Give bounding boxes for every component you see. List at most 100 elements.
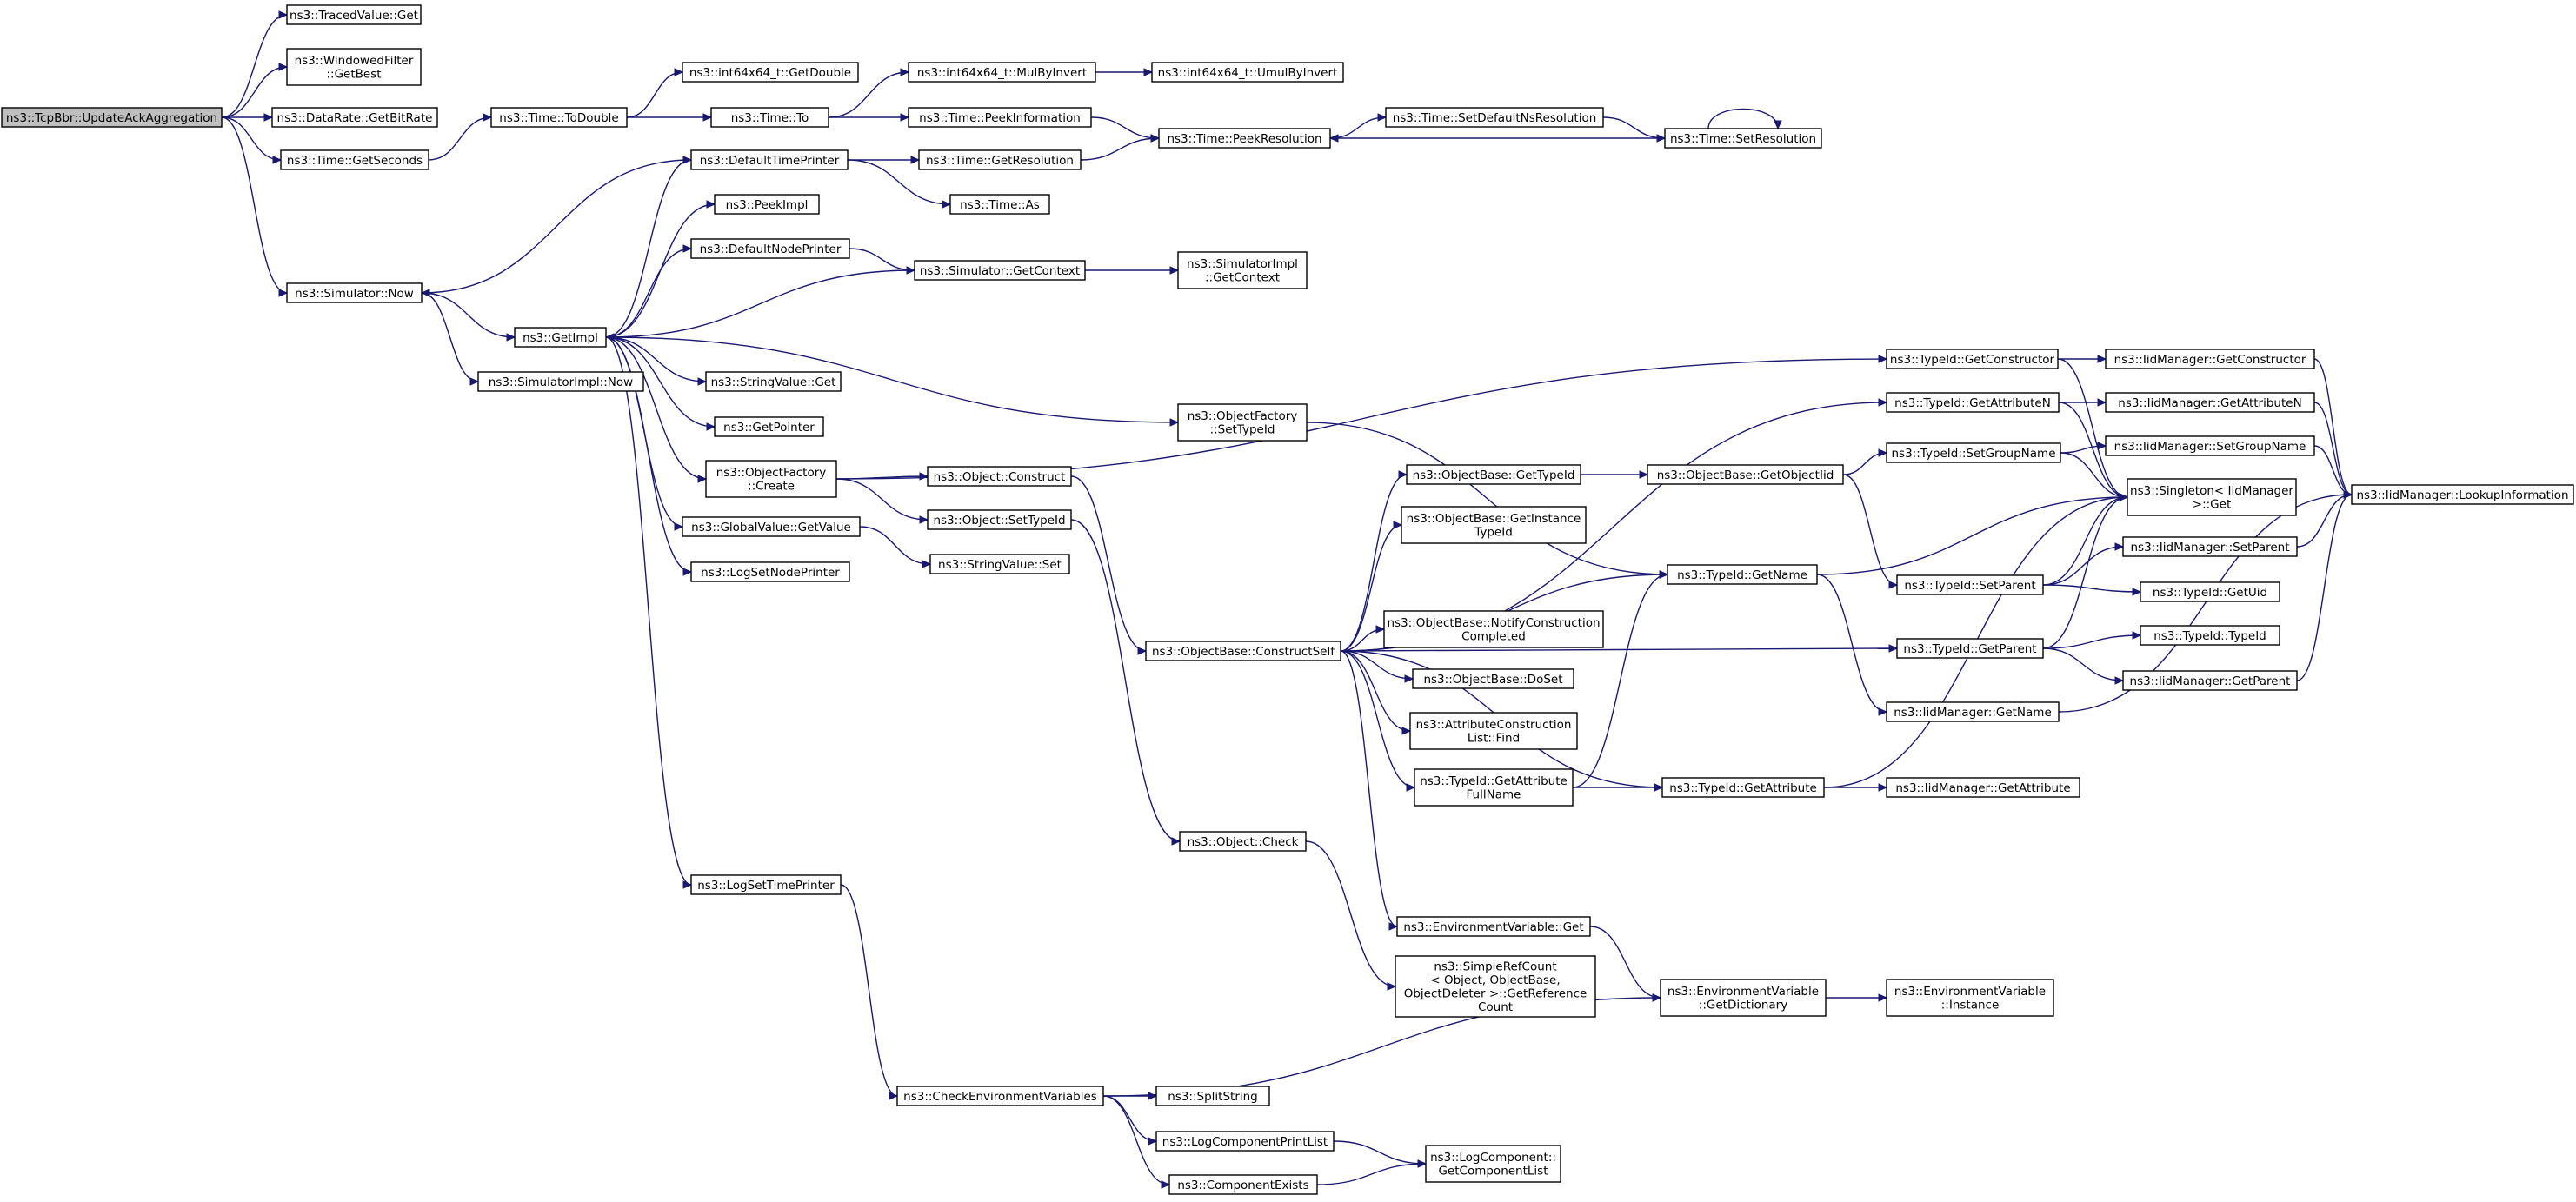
node-tidgetparent[interactable]: ns3::TypeId::GetParent <box>1896 638 2044 659</box>
node-envgetdict[interactable]: ns3::EnvironmentVariable::GetDictionary <box>1660 979 1827 1017</box>
node-drgetbitrate[interactable]: ns3::DataRate::GetBitRate <box>271 107 438 128</box>
node-envinstance[interactable]: ns3::EnvironmentVariable::Instance <box>1886 979 2054 1017</box>
node-mulbyinvert[interactable]: ns3::int64x64_t::MulByInvert <box>908 62 1096 83</box>
node-setdefaultns[interactable]: ns3::Time::SetDefaultNsResolution <box>1385 107 1604 128</box>
node-iidgetattribute[interactable]: ns3::IidManager::GetAttribute <box>1886 777 2080 798</box>
node-box <box>1409 712 1578 750</box>
node-simplerefcount[interactable]: ns3::SimpleRefCount< Object, ObjectBase,… <box>1395 955 1596 1018</box>
node-tidsetparent[interactable]: ns3::TypeId::SetParent <box>1896 574 2044 595</box>
node-iidlookupinfo[interactable]: ns3::IidManager::LookupInformation <box>2351 484 2574 505</box>
node-getresolution[interactable]: ns3::Time::GetResolution <box>918 149 1082 170</box>
node-peekimpl[interactable]: ns3::PeekImpl <box>714 194 820 215</box>
node-todouble[interactable]: ns3::Time::ToDouble <box>490 107 628 128</box>
node-obgetobjectiid[interactable]: ns3::ObjectBase::GetObjectIid <box>1647 464 1844 485</box>
node-stringvalueget[interactable]: ns3::StringValue::Get <box>705 371 842 392</box>
node-objconstruct[interactable]: ns3::Object::Construct <box>927 466 1072 487</box>
node-getimpl[interactable]: ns3::GetImpl <box>514 327 607 348</box>
node-peekres[interactable]: ns3::Time::PeekResolution <box>1158 128 1331 149</box>
node-iidgetparent[interactable]: ns3::IidManager::GetParent <box>2122 670 2298 691</box>
node-tidgetattribute[interactable]: ns3::TypeId::GetAttribute <box>1661 777 1825 798</box>
node-label: ns3::SplitString <box>1168 1090 1258 1104</box>
node-simimplnow[interactable]: ns3::SimulatorImpl::Now <box>477 371 644 392</box>
node-logsettimeprinter[interactable]: ns3::LogSetTimePrinter <box>690 874 842 895</box>
node-objcheck[interactable]: ns3::Object::Check <box>1179 831 1307 852</box>
node-ofcreate[interactable]: ns3::ObjectFactory::Create <box>705 460 837 498</box>
node-gvgetvalue[interactable]: ns3::GlobalValue::GetValue <box>682 516 861 537</box>
node-ofsettypeid[interactable]: ns3::ObjectFactory::SetTypeId <box>1177 403 1308 442</box>
node-iidsetgroupname[interactable]: ns3::IidManager::SetGroupName <box>2105 435 2315 456</box>
arrowhead <box>420 289 430 297</box>
node-tidgetattributen[interactable]: ns3::TypeId::GetAttributeN <box>1886 392 2060 413</box>
node-stringvalueset[interactable]: ns3::StringValue::Set <box>929 554 1070 574</box>
arrowhead <box>2114 676 2125 685</box>
edge-objconstruct-to-constructself <box>1070 475 1147 652</box>
node-simgetcontext[interactable]: ns3::Simulator::GetContext <box>914 260 1086 281</box>
edge-root-to-simnow <box>221 116 288 294</box>
node-checkenv[interactable]: ns3::CheckEnvironmentVariables <box>896 1086 1104 1106</box>
node-tidsetgroupname[interactable]: ns3::TypeId::SetGroupName <box>1886 442 2061 463</box>
node-defnodeprinter[interactable]: ns3::DefaultNodePrinter <box>690 238 850 259</box>
node-label: ns3::TypeId::TypeId <box>2153 629 2266 643</box>
node-tidgetname[interactable]: ns3::TypeId::GetName <box>1667 564 1818 585</box>
arrowhead <box>674 522 684 531</box>
node-envget[interactable]: ns3::EnvironmentVariable::Get <box>1396 916 1591 937</box>
node-umulbyinvert[interactable]: ns3::int64x64_t::UmulByInvert <box>1151 62 1344 83</box>
node-root[interactable]: ns3::TcpBbr::UpdateAckAggregation <box>1 107 223 128</box>
node-box <box>1886 349 2059 369</box>
node-setres[interactable]: ns3::Time::SetResolution <box>1664 128 1822 149</box>
node-iidsetparent[interactable]: ns3::IidManager::SetParent <box>2122 536 2298 557</box>
node-label: ns3::Object::Construct <box>934 470 1066 484</box>
node-timeas[interactable]: ns3::Time::As <box>949 194 1050 215</box>
node-objsettypeid[interactable]: ns3::Object::SetTypeId <box>927 509 1072 530</box>
node-label: ns3::ObjectBase::GetObjectIid <box>1657 468 1834 482</box>
edge-iidgetparent-to-iidlookupinfo <box>2296 494 2353 681</box>
node-box <box>1383 610 1604 648</box>
arrowhead <box>1161 1180 1171 1189</box>
node-timegetseconds[interactable]: ns3::Time::GetSeconds <box>280 149 429 170</box>
node-getpointer[interactable]: ns3::GetPointer <box>714 416 824 437</box>
node-iidgetattributen[interactable]: ns3::IidManager::GetAttributeN <box>2105 392 2315 413</box>
node-iidgetconstructor[interactable]: ns3::IidManager::GetConstructor <box>2105 349 2315 369</box>
node-label: ns3::int64x64_t::MulByInvert <box>917 66 1087 80</box>
node-logsetnodeprinter[interactable]: ns3::LogSetNodePrinter <box>690 561 850 582</box>
edge-deftimeprinter-to-timeas <box>847 159 951 205</box>
node-simnow[interactable]: ns3::Simulator::Now <box>286 282 423 303</box>
node-obgettypeid[interactable]: ns3::ObjectBase::GetTypeId <box>1406 464 1581 485</box>
edge-tidgetattrfullname-to-tidgetname <box>1572 574 1668 788</box>
node-obnotify[interactable]: ns3::ObjectBase::NotifyConstructionCompl… <box>1383 610 1604 648</box>
node-box <box>1425 1145 1561 1183</box>
node-label: ns3::Singleton< IidManager <box>2130 484 2293 498</box>
node-tidgetconstructor[interactable]: ns3::TypeId::GetConstructor <box>1886 349 2059 369</box>
node-compexists[interactable]: ns3::ComponentExists <box>1168 1174 1318 1195</box>
node-splitstring[interactable]: ns3::SplitString <box>1155 1086 1270 1106</box>
node-label: ns3::Time::PeekInformation <box>919 111 1081 125</box>
node-tidgetuid[interactable]: ns3::TypeId::GetUid <box>2140 581 2280 602</box>
arrowhead <box>506 333 516 342</box>
node-iidgetname[interactable]: ns3::IidManager::GetName <box>1886 701 2060 722</box>
node-constructself[interactable]: ns3::ObjectBase::ConstructSelf <box>1145 641 1341 661</box>
node-singletonget[interactable]: ns3::Singleton< IidManager>::Get <box>2127 478 2297 516</box>
node-wfgetbest[interactable]: ns3::WindowedFilter::GetBest <box>286 48 422 86</box>
node-logcompprintlist[interactable]: ns3::LogComponentPrintList <box>1155 1131 1335 1152</box>
node-logcompgetlist[interactable]: ns3::LogComponent::GetComponentList <box>1425 1145 1561 1183</box>
node-peekinfo[interactable]: ns3::Time::PeekInformation <box>908 107 1092 128</box>
node-box <box>1896 574 2044 595</box>
node-tracedget[interactable]: ns3::TracedValue::Get <box>286 4 422 25</box>
node-deftimeprinter[interactable]: ns3::DefaultTimePrinter <box>690 149 849 170</box>
edge-constructself-to-obdoset <box>1340 650 1414 680</box>
node-box <box>1886 979 2054 1017</box>
node-timeto[interactable]: ns3::Time::To <box>710 107 829 128</box>
arrowhead <box>2097 442 2107 450</box>
node-box <box>2140 581 2280 602</box>
edge-checkenv-to-compexists <box>1102 1095 1170 1185</box>
node-obdoset[interactable]: ns3::ObjectBase::DoSet <box>1412 668 1574 689</box>
edge-simnow-to-getimpl <box>421 292 516 338</box>
arrowhead <box>706 422 716 431</box>
node-tidtypeid[interactable]: ns3::TypeId::TypeId <box>2140 625 2280 646</box>
node-simimplgetcontext[interactable]: ns3::SimulatorImpl::GetContext <box>1177 251 1308 289</box>
node-i64getdouble[interactable]: ns3::int64x64_t::GetDouble <box>682 62 859 83</box>
